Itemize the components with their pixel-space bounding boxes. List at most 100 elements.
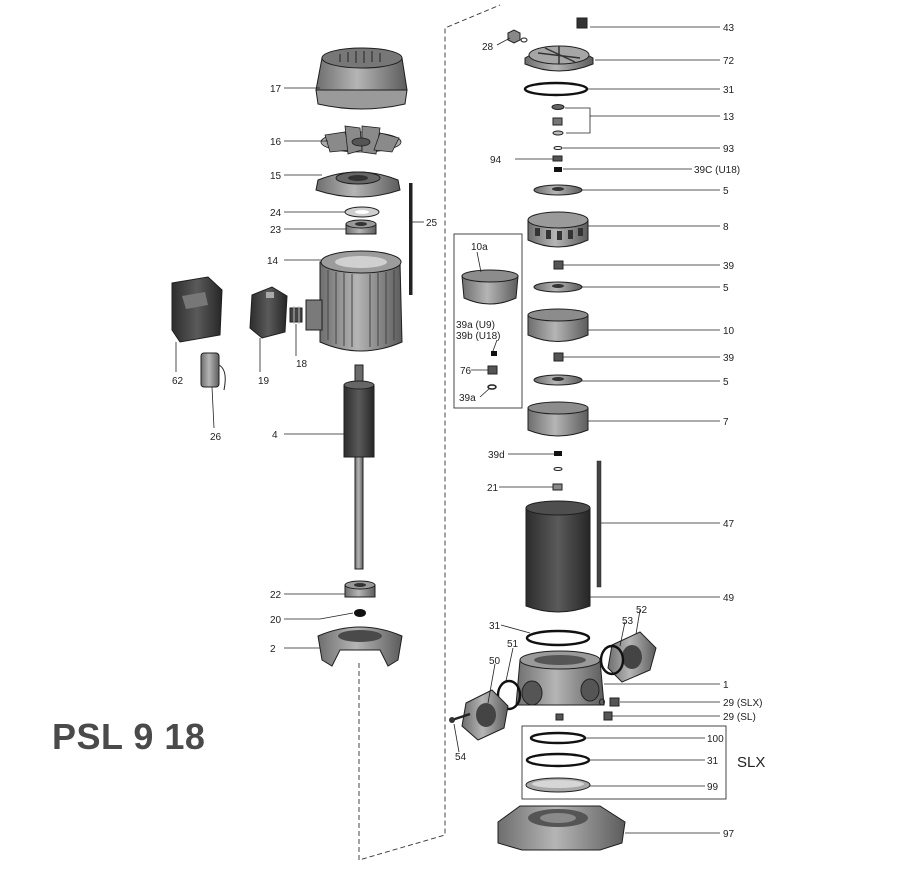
callout-16: 16 [270, 137, 282, 148]
callout-53: 53 [622, 616, 634, 627]
part-13-bushings [551, 104, 565, 136]
callout-39-first: 39 [723, 261, 735, 272]
part-2-adapter-flange [317, 626, 403, 667]
callout-28: 28 [482, 42, 494, 53]
part-72-pump-head [524, 45, 594, 72]
callout-15: 15 [270, 171, 282, 182]
model-title: PSL 9 18 [52, 716, 206, 757]
callout-99: 99 [707, 782, 719, 793]
part-20-seal [354, 609, 366, 617]
part-10-diffuser [527, 308, 589, 342]
part-26-capacitor [200, 352, 226, 391]
part-5-impeller-2 [533, 281, 583, 293]
callout-52: 52 [636, 605, 648, 616]
part-10a-diffuser [461, 269, 519, 305]
callout-39b-u18: 39b (U18) [456, 331, 500, 342]
callout-97: 97 [723, 829, 735, 840]
part-1-pump-base [515, 650, 605, 706]
part-39d-bushing [554, 451, 562, 456]
callout-49: 49 [723, 593, 735, 604]
part-14-motor-housing [305, 250, 403, 352]
callout-94: 94 [490, 155, 502, 166]
part-21-nut [552, 483, 563, 491]
slx-group-label: SLX [737, 754, 765, 771]
part-small-washer [553, 467, 563, 471]
part-76-bushing [487, 365, 498, 375]
part-43-plug [576, 17, 588, 29]
part-62-terminal-cover [171, 276, 223, 343]
callout-18: 18 [296, 359, 308, 370]
callout-23: 23 [270, 225, 282, 236]
callout-21: 21 [487, 483, 499, 494]
callout-31-slx: 31 [707, 756, 719, 767]
part-94-spacer [552, 155, 563, 162]
callout-39-second: 39 [723, 353, 735, 364]
callout-43: 43 [723, 23, 735, 34]
part-19-terminal-box [249, 286, 288, 339]
part-31-o-ring-lower [525, 629, 591, 647]
part-93-circlip [553, 146, 563, 150]
part-16-fan [320, 125, 402, 155]
callout-7: 7 [723, 417, 729, 428]
callout-25: 25 [426, 218, 438, 229]
part-39-bushing-1 [553, 260, 564, 270]
slx-group-frame [521, 725, 727, 800]
part-5-impeller-1 [533, 184, 583, 196]
callout-2: 2 [270, 644, 276, 655]
part-31-o-ring-slx [525, 752, 591, 768]
part-39c-bushing [554, 167, 562, 172]
callout-39d: 39d [488, 450, 505, 461]
part-28-plug [507, 29, 528, 44]
part-53-gasket-right [599, 644, 625, 676]
callout-76: 76 [460, 366, 472, 377]
callout-19: 19 [258, 376, 270, 387]
callout-22: 22 [270, 590, 282, 601]
part-39a-ring [487, 384, 497, 390]
stage-option-frame [453, 233, 523, 409]
assembly-guide-line [358, 4, 501, 861]
part-39b-bushing [491, 351, 497, 356]
callout-39a: 39a [459, 393, 476, 404]
callout-47: 47 [723, 519, 735, 530]
callout-10: 10 [723, 326, 735, 337]
callout-31: 31 [723, 85, 735, 96]
callout-8: 8 [723, 222, 729, 233]
callout-31-lower: 31 [489, 621, 501, 632]
part-39-bushing-2 [553, 352, 564, 362]
part-4-rotor-shaft [343, 364, 375, 570]
part-97-base-plate [497, 805, 626, 851]
callout-5-third: 5 [723, 377, 729, 388]
part-small-nut [555, 713, 564, 721]
callout-39a-u9: 39a (U9) [456, 320, 495, 331]
part-15-bearing-shield [315, 171, 401, 198]
callout-72: 72 [723, 56, 735, 67]
part-25-tie-rod [409, 183, 413, 295]
callout-1: 1 [723, 680, 729, 691]
callout-labels: 43 28 72 31 13 93 94 39C (U18) 5 8 10a 3… [172, 23, 765, 840]
callout-50: 50 [489, 656, 501, 667]
part-5-impeller-3 [533, 374, 583, 386]
callout-5-first: 5 [723, 186, 729, 197]
part-47-tie-rod [596, 460, 602, 588]
part-54-bolt [449, 712, 471, 723]
part-50-flange-left [461, 689, 509, 741]
part-8-upper-stage [527, 211, 589, 248]
part-49-outer-sleeve [525, 500, 591, 613]
part-51-gasket-left [496, 679, 522, 711]
callout-93: 93 [723, 144, 735, 155]
callout-51: 51 [507, 639, 519, 650]
callout-62: 62 [172, 376, 184, 387]
leader-lines [175, 26, 720, 834]
callout-54: 54 [455, 752, 467, 763]
callout-13: 13 [723, 112, 735, 123]
part-22-bearing [344, 580, 376, 598]
callout-5-second: 5 [723, 283, 729, 294]
part-29-slx-plug [599, 697, 620, 707]
part-99-plate [525, 777, 591, 793]
part-7-last-diffuser [527, 401, 589, 437]
part-29-sl-plug [603, 711, 613, 721]
callout-24: 24 [270, 208, 282, 219]
callout-39c: 39C (U18) [694, 165, 740, 176]
